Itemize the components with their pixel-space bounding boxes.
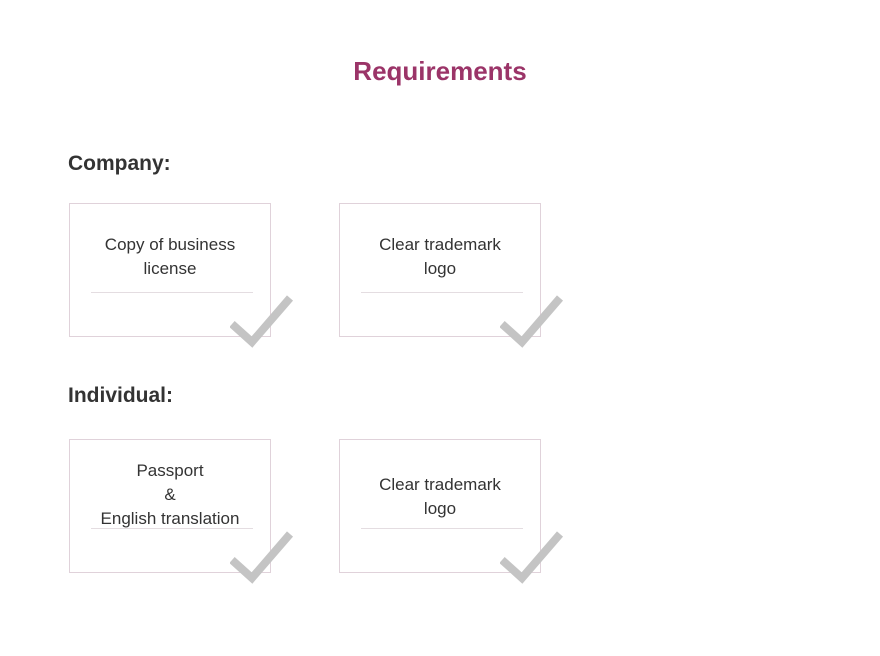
requirement-card-trademark-logo-individual: Clear trademark logo bbox=[339, 439, 564, 584]
card-divider bbox=[361, 292, 523, 293]
checkmark-icon bbox=[230, 531, 294, 584]
section-heading-individual: Individual: bbox=[68, 384, 173, 407]
requirement-card-trademark-logo-company: Clear trademark logo bbox=[339, 203, 564, 348]
card-divider bbox=[91, 528, 253, 529]
card-text: Copy of business license bbox=[104, 235, 236, 278]
card-text: Clear trademark logo bbox=[379, 235, 501, 278]
section-heading-company: Company: bbox=[68, 152, 171, 175]
requirement-card-business-license: Copy of business license bbox=[69, 203, 294, 348]
card-text: Clear trademark logo bbox=[379, 475, 501, 518]
page-title: Requirements bbox=[353, 56, 527, 86]
checkmark-icon bbox=[500, 295, 564, 348]
checkmark-icon bbox=[500, 531, 564, 584]
card-divider bbox=[91, 292, 253, 293]
card-divider bbox=[361, 528, 523, 529]
checkmark-icon bbox=[230, 295, 294, 348]
requirement-card-passport: Passport & English translation bbox=[69, 439, 294, 584]
card-text: Passport & English translation bbox=[100, 461, 240, 528]
